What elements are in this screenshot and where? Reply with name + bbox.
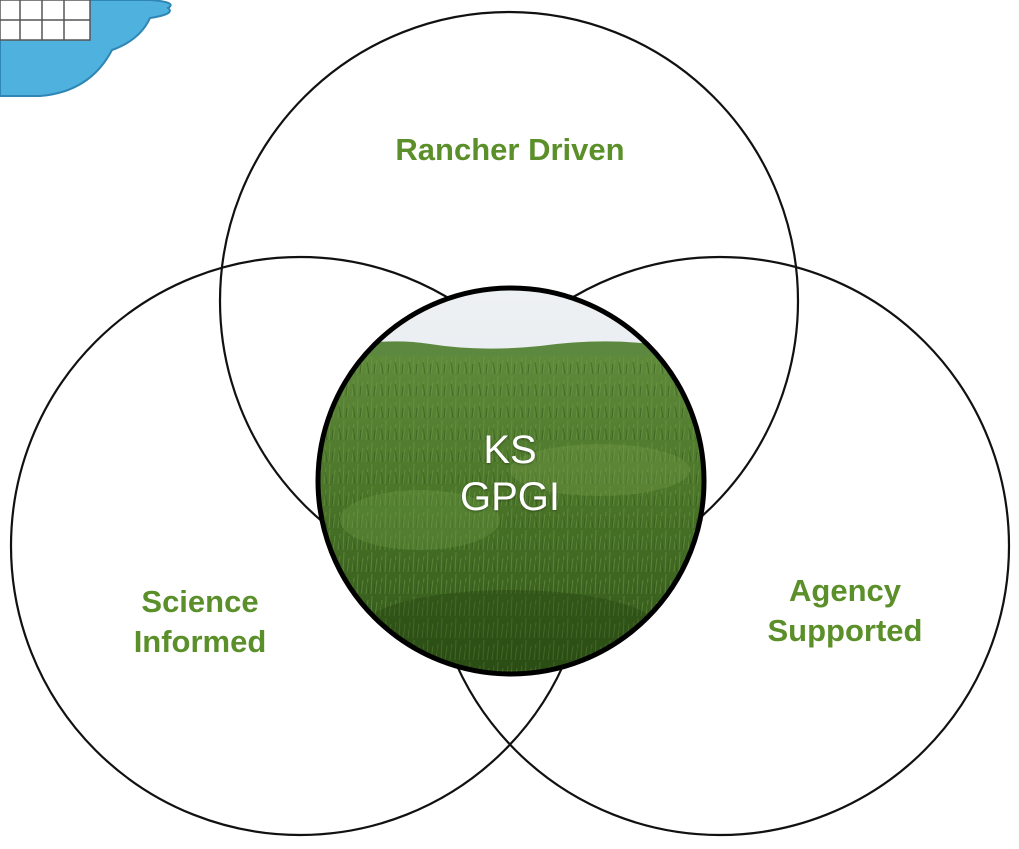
center-label-line: KS [483, 428, 537, 472]
cloud-calendar-icon [0, 0, 172, 97]
center-label: KS GPGI [410, 427, 610, 521]
label-line: Informed [133, 624, 267, 659]
center-circle-border [315, 285, 707, 677]
label-agency-supported: Agency Supported [720, 571, 970, 651]
label-line: Agency [789, 573, 901, 608]
label-line: Science [141, 584, 259, 619]
label-rancher-driven: Rancher Driven [300, 130, 720, 170]
center-label-line: GPGI [459, 475, 561, 519]
label-line: Rancher Driven [395, 132, 625, 167]
prairie-photo [318, 288, 704, 674]
label-science-informed: Science Informed [80, 582, 320, 662]
label-line: Supported [767, 613, 923, 648]
